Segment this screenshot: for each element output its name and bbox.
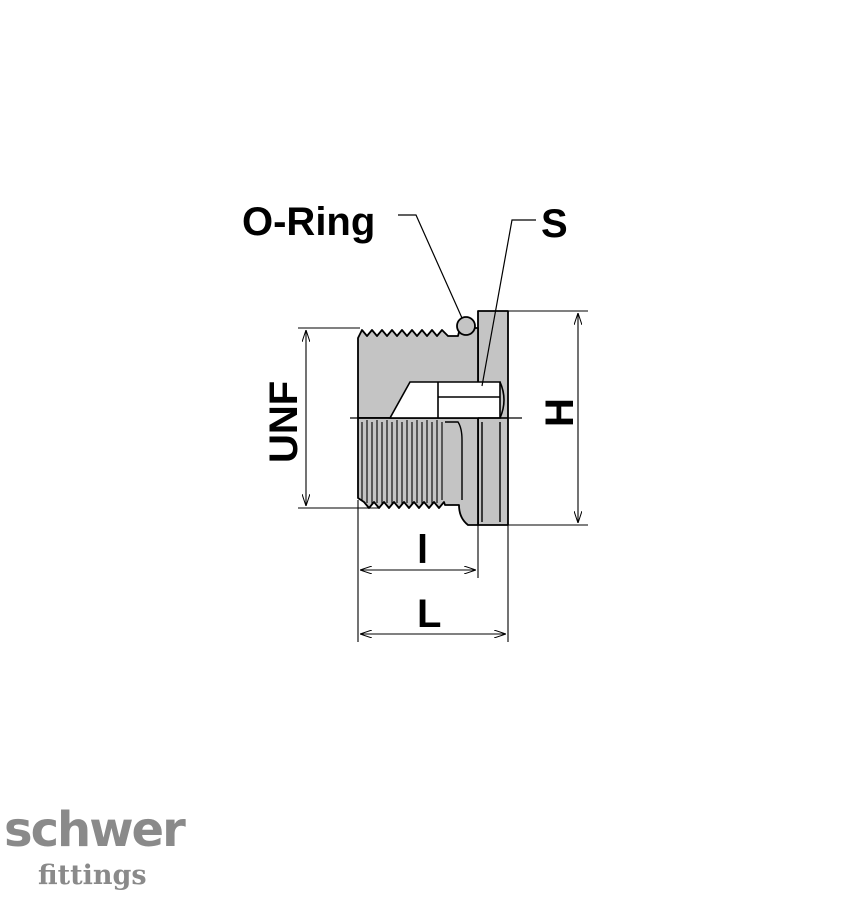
o-ring-icon <box>456 316 476 336</box>
unf-dimension <box>298 327 378 509</box>
thread-hatching <box>361 420 443 505</box>
unf-label: UNF <box>262 381 306 463</box>
h-dimension <box>508 310 588 526</box>
l-small-label: l <box>417 528 428 572</box>
logo-subtitle: fittings <box>38 860 147 891</box>
leaders <box>398 214 536 387</box>
s-leader <box>481 219 536 387</box>
section-body <box>357 417 479 526</box>
length-dimensions <box>357 500 509 642</box>
logo-wordmark: schwer <box>4 802 186 858</box>
hex-socket <box>388 381 505 419</box>
s-label: S <box>541 202 568 246</box>
o-ring-label: O-Ring <box>242 200 375 244</box>
h-label: H <box>538 398 582 427</box>
l-big-label: L <box>417 592 441 636</box>
o-ring-leader <box>398 214 463 319</box>
